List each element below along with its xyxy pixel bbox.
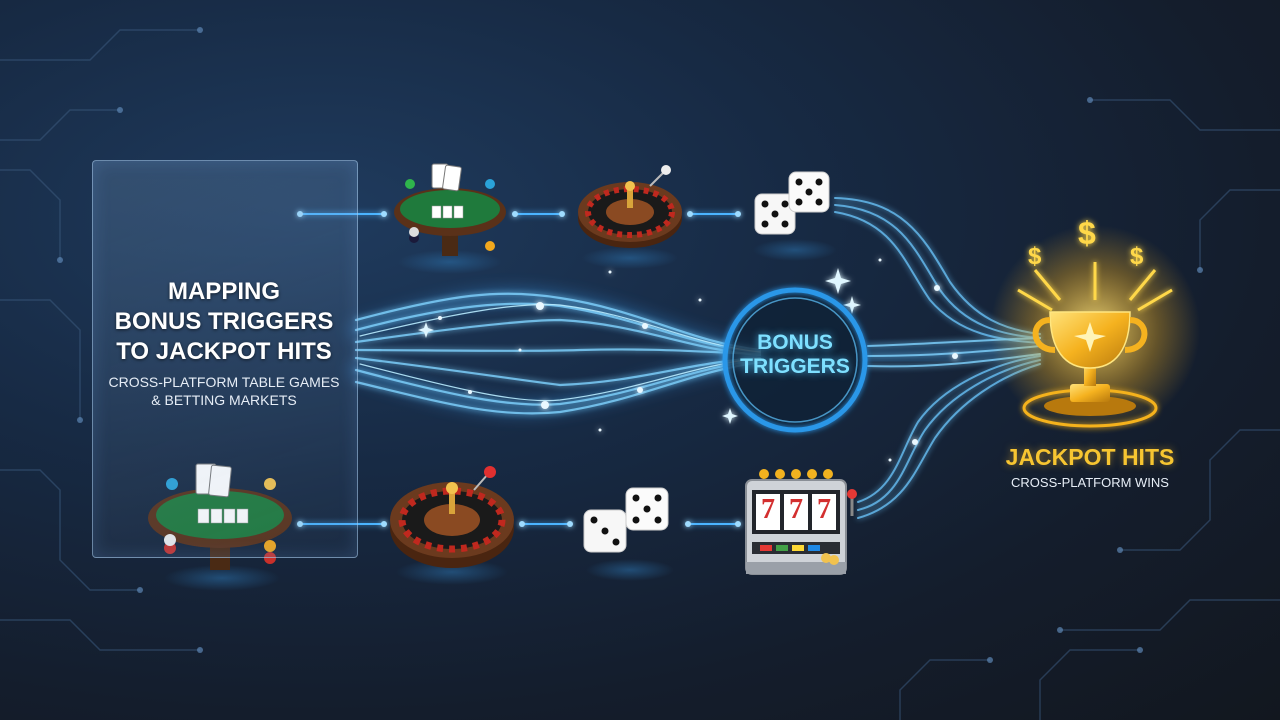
panel-title-line-2: BONUS TRIGGERS — [114, 308, 334, 335]
connector-lines — [300, 213, 738, 525]
trophy-icon — [990, 225, 1200, 435]
bonus-flow-streams — [349, 197, 1046, 519]
svg-text:$: $ — [1130, 243, 1144, 270]
roulette-wheel-icon — [390, 466, 514, 568]
hub-label-line-1: BONUS — [757, 331, 833, 354]
poker-table-icon — [394, 163, 506, 256]
bonus-triggers-hub — [722, 287, 868, 433]
slot-reel-2: 7 — [789, 494, 803, 525]
jackpot-subtitle: CROSS-PLATFORM WINS — [1011, 475, 1169, 490]
flow-sparkles — [438, 258, 958, 462]
title-panel — [92, 160, 358, 558]
panel-subtitle-line-1: CROSS-PLATFORM TABLE GAMES — [108, 374, 340, 390]
panel-subtitle-line-2: & BETTING MARKETS — [151, 392, 297, 408]
circuit-lines — [0, 29, 1280, 720]
slot-reel-3: 7 — [817, 494, 831, 525]
dollar-sign-icons: $ $ $ — [1028, 215, 1144, 270]
panel-title-line-1: MAPPING — [167, 278, 280, 305]
star-sparkles — [418, 268, 861, 424]
svg-text:$: $ — [1078, 215, 1096, 251]
dice-icon — [754, 171, 830, 235]
svg-text:$: $ — [1028, 243, 1042, 270]
slot-machine-icon — [745, 469, 857, 575]
poker-table-icon — [148, 463, 292, 570]
jackpot-title: JACKPOT HITS — [1005, 444, 1175, 470]
slot-reel-1: 7 — [761, 494, 775, 525]
slot-lights — [759, 469, 833, 479]
panel-title-line-3: TO JACKPOT HITS — [116, 338, 332, 365]
dice-icon — [583, 487, 669, 553]
icon-shadows — [164, 239, 837, 591]
roulette-wheel-icon — [578, 165, 682, 248]
hub-label-line-2: TRIGGERS — [740, 355, 850, 378]
connector-nodes — [297, 211, 741, 527]
circuit-nodes — [57, 27, 1203, 663]
